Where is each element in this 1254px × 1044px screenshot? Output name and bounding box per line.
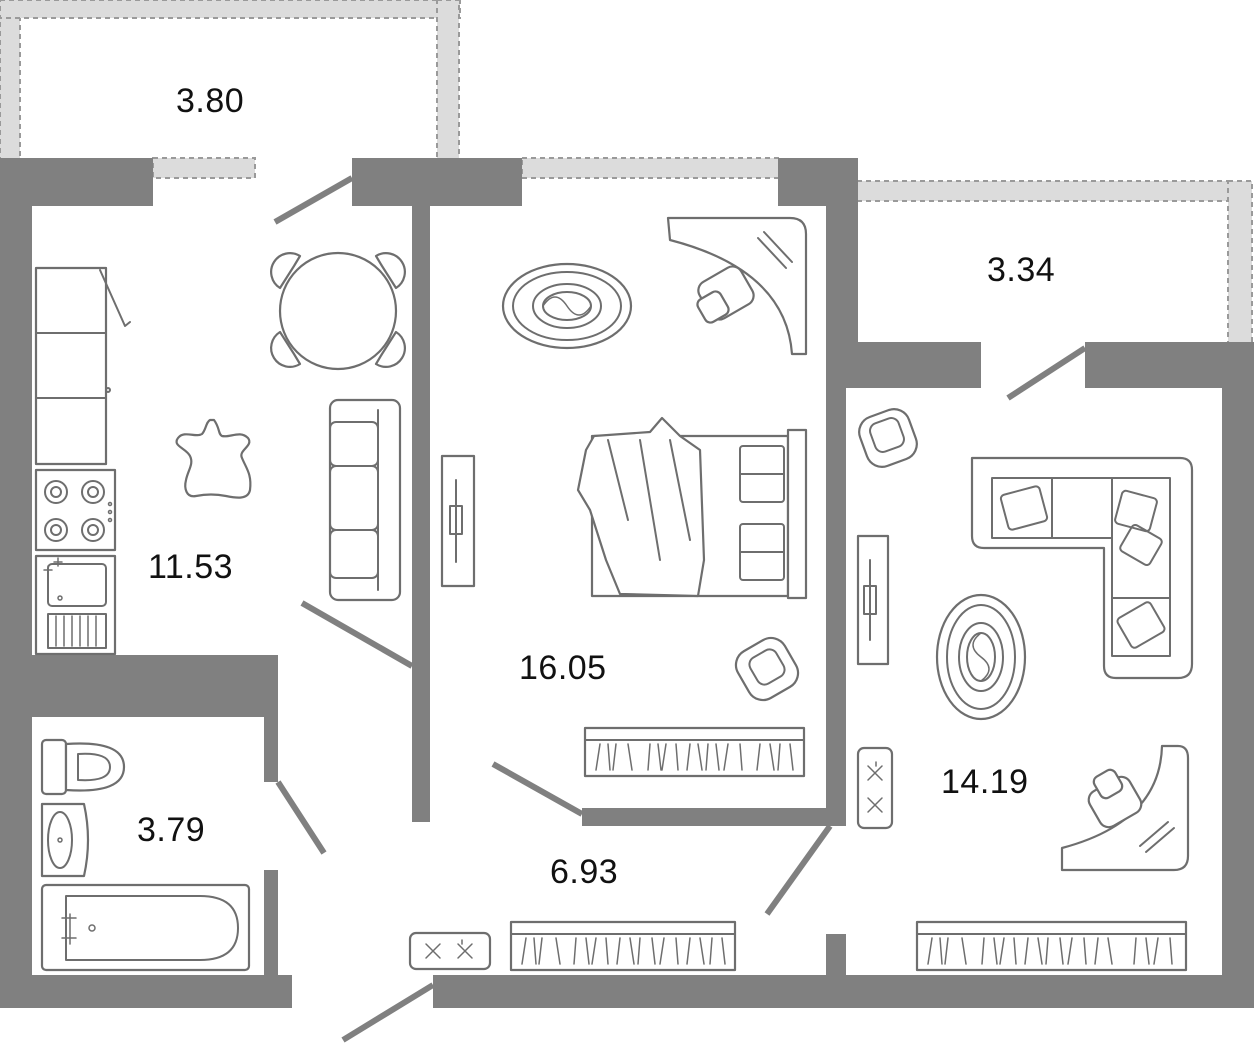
area-label-hallway: 6.93 (550, 853, 619, 891)
shoe-shelf-icon (856, 746, 894, 830)
stove-icon (34, 468, 117, 552)
area-label-living-room: 14.19 (941, 763, 1029, 801)
bed-icon (576, 416, 808, 600)
rug-icon (175, 418, 252, 499)
desk-icon (666, 216, 808, 356)
doors (273, 175, 1087, 1043)
wardrobe-icon-3 (509, 920, 737, 972)
kitchen-sink-icon (34, 554, 117, 656)
balcony-walls (0, 0, 1253, 344)
kitchen-cabinets (34, 266, 131, 466)
bathtub-icon (40, 883, 251, 972)
tv-stand-icon (440, 454, 476, 588)
armchair-icon-2 (858, 408, 918, 468)
corner-sofa-icon (970, 456, 1194, 680)
wardrobe-icon-2 (915, 920, 1188, 972)
armchair-icon (734, 636, 800, 702)
oval-rug-icon (501, 262, 633, 350)
tv-stand-icon-2 (856, 534, 890, 666)
area-label-bathroom: 3.79 (137, 811, 206, 849)
shoe-bench-icon (408, 931, 492, 971)
area-label-balcony-kitchen: 3.80 (176, 82, 245, 120)
area-label-balcony-living: 3.34 (987, 251, 1056, 289)
washbasin-icon (40, 802, 90, 878)
sofa-icon (328, 398, 402, 602)
toilet-icon (40, 738, 126, 796)
oval-rug-icon-2 (935, 593, 1027, 721)
walls (0, 158, 1254, 1008)
area-label-bedroom: 16.05 (519, 649, 607, 687)
area-label-kitchen: 11.53 (148, 548, 234, 586)
wardrobe-icon (583, 726, 806, 778)
dining-table-icon (270, 251, 406, 371)
desk-icon-2 (1060, 744, 1190, 872)
